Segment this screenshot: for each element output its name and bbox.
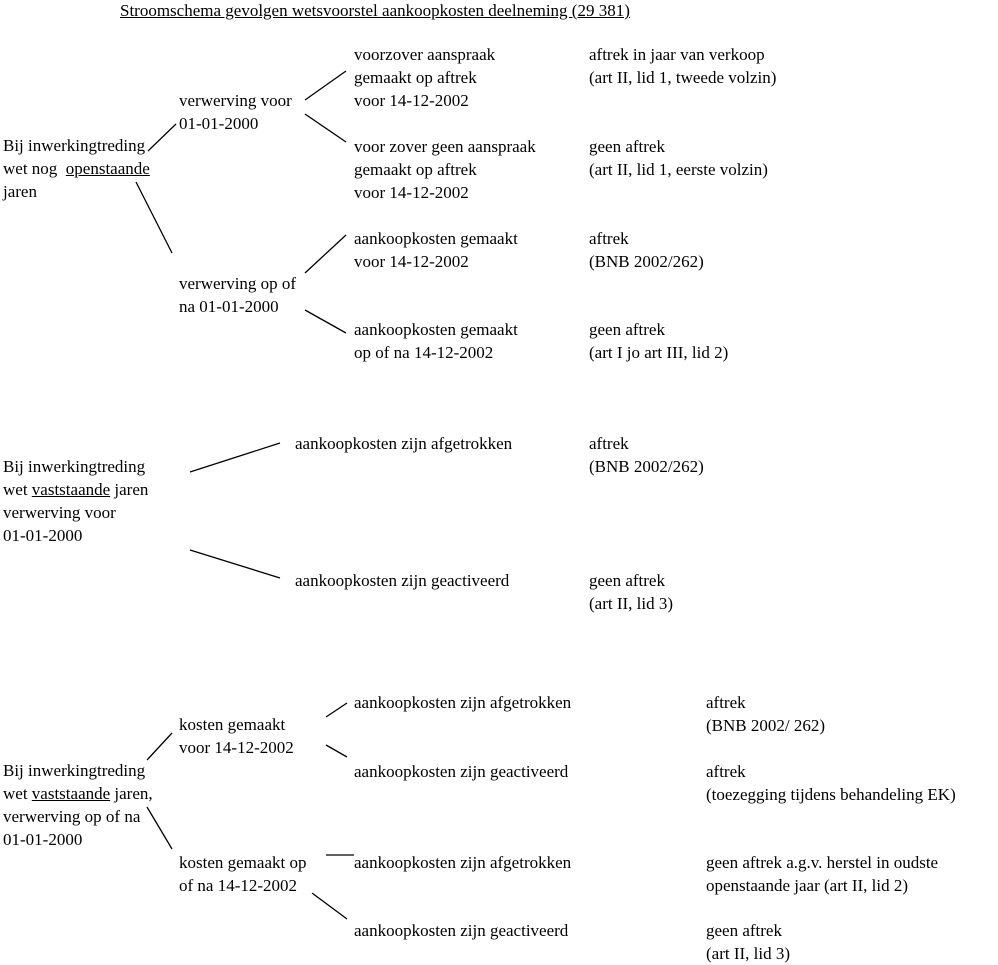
section3-branch-b-line1: kosten gemaakt op xyxy=(179,853,307,872)
section1-branch-a: verwerving voor 01-01-2000 xyxy=(179,89,292,135)
section1-branch-a-line2: 01-01-2000 xyxy=(179,114,259,133)
section1-branch-b-result1-line2: (BNB 2002/262) xyxy=(589,252,704,271)
connector-root3-branch-b xyxy=(146,806,173,850)
section3-root-line3: verwerving op of na xyxy=(3,807,141,826)
section2-root-line2-post: jaren xyxy=(114,480,149,499)
section3-branch-b-result1: geen aftrek a.g.v. herstel in oudste ope… xyxy=(706,851,938,897)
section1-branch-a-line1: verwerving voor xyxy=(179,91,292,110)
connector-branch3b-case2 xyxy=(311,892,348,920)
section1-branch-b-line2: na 01-01-2000 xyxy=(179,297,279,316)
section1-branch-a-case1-line1: voorzover aanspraak xyxy=(354,45,496,64)
section1-branch-b-case1-line1: aankoopkosten gemaakt xyxy=(354,229,518,248)
section3-root-line1: Bij inwerkingtreding xyxy=(3,761,146,780)
section1-branch-a-case2-line1: voor zover geen aanspraak xyxy=(354,137,536,156)
section3-branch-b-result2-line1: geen aftrek xyxy=(706,921,782,940)
section2-case1: aankoopkosten zijn afgetrokken xyxy=(295,434,513,453)
section2-root-line4: 01-01-2000 xyxy=(3,526,83,545)
section1-branch-b-case2: aankoopkosten gemaakt op of na 14-12-200… xyxy=(354,318,518,364)
section1-branch-b-case1: aankoopkosten gemaakt voor 14-12-2002 xyxy=(354,227,518,273)
section1-branch-b-result2-line1: geen aftrek xyxy=(589,320,665,339)
section2-result1-line1: aftrek xyxy=(589,434,629,453)
connector-root1-branch-b xyxy=(135,181,173,254)
section3-root: Bij inwerkingtreding wet vaststaande jar… xyxy=(3,759,153,851)
page-title: Stroomschema gevolgen wetsvoorstel aanko… xyxy=(120,1,630,20)
section1-branch-a-case1-line3: voor 14-12-2002 xyxy=(354,91,469,110)
section3-branch-b-case1: aankoopkosten zijn afgetrokken xyxy=(354,853,572,872)
section1-branch-b-case1-line2: voor 14-12-2002 xyxy=(354,252,469,271)
section1-root-line2-pre: wet nog xyxy=(3,159,58,178)
section2-root-line2-pre: wet xyxy=(3,480,28,499)
connector-branch-b-case2 xyxy=(304,309,347,334)
section3-branch-a-case2: aankoopkosten zijn geactiveerd xyxy=(354,762,569,781)
section3-branch-a-line1: kosten gemaakt xyxy=(179,715,286,734)
section1-branch-b-result2: geen aftrek (art I jo art III, lid 2) xyxy=(589,318,728,364)
section1-branch-a-case2-line3: voor 14-12-2002 xyxy=(354,183,469,202)
section2-root-line1: Bij inwerkingtreding xyxy=(3,457,146,476)
section1-root-line3: jaren xyxy=(3,182,37,201)
section3-branch-a-result1-line2: (BNB 2002/ 262) xyxy=(706,716,825,735)
section1-branch-b-case2-line1: aankoopkosten gemaakt xyxy=(354,320,518,339)
section1-branch-a-result1-line1: aftrek in jaar van verkoop xyxy=(589,45,765,64)
section3-branch-b-result1-line2: openstaande jaar (art II, lid 2) xyxy=(706,876,909,895)
section3-root-line4: 01-01-2000 xyxy=(3,830,83,849)
section3-branch-b-result2: geen aftrek (art II, lid 3) xyxy=(706,919,790,965)
connector-branch3a-case2 xyxy=(325,744,348,758)
section1-branch-a-result1-line2: (art II, lid 1, tweede volzin) xyxy=(589,68,777,87)
section1-branch-a-result2-line2: (art II, lid 1, eerste volzin) xyxy=(589,160,768,179)
connector-root3-branch-a xyxy=(146,732,173,761)
section2-root-line2: wet vaststaande jaren xyxy=(3,478,148,501)
section3-branch-b-case2: aankoopkosten zijn geactiveerd xyxy=(354,921,569,940)
section2-result2: geen aftrek (art II, lid 3) xyxy=(589,569,673,615)
section1-branch-b-result1: aftrek (BNB 2002/262) xyxy=(589,227,704,273)
section1-branch-b-line1: verwerving op of xyxy=(179,274,297,293)
section3-root-line2-pre: wet xyxy=(3,784,28,803)
connector-branch3a-case1 xyxy=(325,702,348,718)
section3-branch-a-case1: aankoopkosten zijn afgetrokken xyxy=(354,693,572,712)
section3-branch-a-result2: aftrek (toezegging tijdens behandeling E… xyxy=(706,760,956,806)
section3-branch-b-result1-line1: geen aftrek a.g.v. herstel in oudste xyxy=(706,853,939,872)
section1-branch-a-case2-line2: gemaakt op aftrek xyxy=(354,160,477,179)
section1-branch-a-case1-line2: gemaakt op aftrek xyxy=(354,68,477,87)
section1-branch-b-result1-line1: aftrek xyxy=(589,229,629,248)
section3-branch-a-result1-line1: aftrek xyxy=(706,693,746,712)
section2-root: Bij inwerkingtreding wet vaststaande jar… xyxy=(3,455,148,547)
section2-result2-line1: geen aftrek xyxy=(589,571,665,590)
section1-branch-a-case2: voor zover geen aanspraak gemaakt op aft… xyxy=(354,135,536,204)
section1-branch-a-result2: geen aftrek (art II, lid 1, eerste volzi… xyxy=(589,135,768,181)
section1-branch-a-result1: aftrek in jaar van verkoop (art II, lid … xyxy=(589,43,776,89)
section1-branch-a-case1: voorzover aanspraak gemaakt op aftrek vo… xyxy=(354,43,495,112)
section1-root: Bij inwerkingtreding wet nog openstaande… xyxy=(3,134,150,203)
section1-branch-b-case2-line2: op of na 14-12-2002 xyxy=(354,343,494,362)
section3-branch-a: kosten gemaakt voor 14-12-2002 xyxy=(179,713,294,759)
connector-branch-b-case1 xyxy=(304,234,347,274)
section3-branch-a-result1: aftrek (BNB 2002/ 262) xyxy=(706,691,825,737)
section1-root-line2: wet nog openstaande xyxy=(3,157,150,180)
connector-root2-case2 xyxy=(189,549,281,579)
section3-branch-b-line2: of na 14-12-2002 xyxy=(179,876,298,895)
section1-root-line2-underlined: openstaande xyxy=(65,159,150,178)
section3-branch-b-result2-line2: (art II, lid 3) xyxy=(706,944,791,963)
section3-branch-a-result2-line2: (toezegging tijdens behandeling EK) xyxy=(706,785,956,804)
section2-result2-line2: (art II, lid 3) xyxy=(589,594,674,613)
section3-root-line2-underlined: vaststaande xyxy=(31,784,111,803)
section2-case2: aankoopkosten zijn geactiveerd xyxy=(295,571,510,590)
section3-root-line2-post: jaren, xyxy=(114,784,153,803)
connector-root1-branch-a xyxy=(147,123,177,152)
section2-root-line2-underlined: vaststaande xyxy=(31,480,111,499)
section2-result1-line2: (BNB 2002/262) xyxy=(589,457,704,476)
section2-result1: aftrek (BNB 2002/262) xyxy=(589,432,704,478)
connector-root2-case1 xyxy=(189,442,281,473)
section3-branch-a-line2: voor 14-12-2002 xyxy=(179,738,294,757)
section1-branch-b: verwerving op of na 01-01-2000 xyxy=(179,272,296,318)
section1-root-line1: Bij inwerkingtreding xyxy=(3,136,146,155)
section1-branch-a-result2-line1: geen aftrek xyxy=(589,137,665,156)
section2-root-line3: verwerving voor xyxy=(3,503,116,522)
connector-branch-a-case1 xyxy=(304,70,347,101)
section1-branch-b-result2-line2: (art I jo art III, lid 2) xyxy=(589,343,729,362)
section3-branch-b: kosten gemaakt op of na 14-12-2002 xyxy=(179,851,306,897)
connector-branch-a-case2 xyxy=(304,113,347,143)
section3-branch-a-result2-line1: aftrek xyxy=(706,762,746,781)
section3-root-line2: wet vaststaande jaren, xyxy=(3,782,153,805)
